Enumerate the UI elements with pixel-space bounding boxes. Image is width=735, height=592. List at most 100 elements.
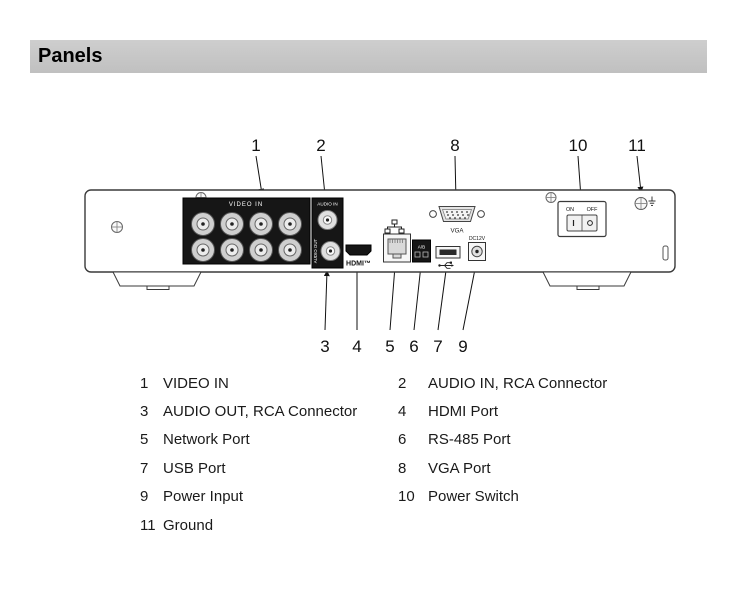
vga-screw-left xyxy=(429,210,437,218)
legend-item-number: 11 xyxy=(140,516,156,534)
callout-3: 3 xyxy=(320,337,329,356)
legend-row: 1 VIDEO IN 2 AUDIO IN, RCA Connector xyxy=(140,369,610,397)
legend-item-number: 7 xyxy=(140,459,149,477)
ground-icon xyxy=(648,196,656,206)
foot-left xyxy=(112,271,202,287)
legend-item-text: Network Port xyxy=(163,431,250,449)
legend-item-text: Ground xyxy=(163,516,214,534)
legend-item-number: 5 xyxy=(140,431,149,449)
switch-off-label: OFF xyxy=(587,207,598,213)
legend-item-text: USB Port xyxy=(163,459,226,477)
audio-panel: AUDIO IN AUDIO OUT xyxy=(311,197,344,269)
legend-row: 11 Ground xyxy=(140,511,610,539)
bnc-connector xyxy=(191,238,215,262)
leader-line-5 xyxy=(389,265,398,331)
rs485-port: A/B xyxy=(412,239,431,263)
usb-icon xyxy=(438,261,454,269)
callout-5: 5 xyxy=(385,337,394,356)
rj45-pins xyxy=(389,239,403,243)
chassis-feet xyxy=(112,271,632,290)
audio-in-label: AUDIO IN xyxy=(317,202,337,207)
legend-item-number: 6 xyxy=(398,431,407,449)
bnc-connector xyxy=(278,212,302,236)
leader-line-6 xyxy=(413,264,424,331)
leader-line-11 xyxy=(636,155,644,193)
switch-off-mark xyxy=(587,220,593,226)
rca-connector-audio-in xyxy=(317,210,338,230)
leader-lines xyxy=(255,155,644,331)
vga-label: VGA xyxy=(450,228,464,235)
rj45-latch xyxy=(392,253,402,259)
callout-7: 7 xyxy=(433,337,442,356)
legend-row: 7 USB Port 8 VGA Port xyxy=(140,454,610,482)
bnc-connector xyxy=(191,212,215,236)
legend-item-text: VGA Port xyxy=(428,459,491,477)
video-in-panel: VIDEO IN xyxy=(182,197,311,265)
bnc-connector xyxy=(220,212,244,236)
bnc-connector xyxy=(249,212,273,236)
section-header: Panels xyxy=(30,40,707,73)
legend-item-number: 9 xyxy=(140,488,149,506)
foot-pad-left xyxy=(146,285,170,290)
switch-on-label: ON xyxy=(566,207,574,213)
vga-screw-right xyxy=(477,210,485,218)
screw-icon xyxy=(111,221,123,233)
leader-line-3 xyxy=(323,270,330,331)
screw-icon xyxy=(634,197,648,210)
page-title: Panels xyxy=(38,45,103,67)
audio-out-label: AUDIO OUT xyxy=(313,238,318,263)
legend-item-number: 3 xyxy=(140,403,149,421)
bnc-connector xyxy=(220,238,244,262)
callout-numbers: 1 2 8 10 11 3 4 5 6 7 9 xyxy=(251,136,646,356)
leader-line-2 xyxy=(320,155,328,196)
rs485-terminal-a xyxy=(414,251,421,258)
legend-item-text: Power Input xyxy=(163,488,244,506)
callout-2: 2 xyxy=(316,136,325,155)
callout-4: 4 xyxy=(352,337,361,356)
leader-line-7 xyxy=(437,262,450,331)
legend-item-number: 1 xyxy=(140,374,149,392)
vga-inner xyxy=(442,209,472,220)
legend-item-text: VIDEO IN xyxy=(163,374,229,392)
leader-line-1 xyxy=(255,155,265,195)
network-port xyxy=(383,219,411,263)
legend-row: 9 Power Input 10 Power Switch xyxy=(140,483,610,511)
rs485-terminal-b xyxy=(422,251,429,258)
dc-jack-pin xyxy=(475,249,479,254)
hdmi-logo: HDMI™ xyxy=(346,261,371,268)
callout-1: 1 xyxy=(251,136,260,155)
usb-tongue xyxy=(439,249,457,255)
side-slot xyxy=(662,245,669,261)
bnc-connector xyxy=(278,238,302,262)
foot-right xyxy=(542,271,632,287)
dc12v-label: DC12V xyxy=(469,236,486,242)
callout-9: 9 xyxy=(458,337,467,356)
rj45-opening xyxy=(387,238,407,255)
legend-item-text: Power Switch xyxy=(428,488,519,506)
video-in-label: VIDEO IN xyxy=(229,202,263,208)
callout-8: 8 xyxy=(450,136,459,155)
power-input-port: DC12V xyxy=(468,236,486,261)
legend-item-number: 10 xyxy=(398,488,415,506)
legend-row: 3 AUDIO OUT, RCA Connector 4 HDMI Port xyxy=(140,397,610,425)
callout-11: 11 xyxy=(628,136,646,155)
legend-table: 1 VIDEO IN 2 AUDIO IN, RCA Connector 3 A… xyxy=(140,369,610,539)
ethernet-icon xyxy=(384,219,405,234)
power-switch: ON OFF xyxy=(557,200,607,238)
hdmi-connector xyxy=(345,244,372,256)
usb-port xyxy=(435,246,461,269)
legend-item-number: 8 xyxy=(398,459,407,477)
callout-6: 6 xyxy=(409,337,418,356)
hdmi-port: HDMI™ xyxy=(345,244,372,268)
leader-line-9 xyxy=(462,263,478,331)
bnc-connector xyxy=(249,238,273,262)
ground-terminal xyxy=(634,196,656,210)
foot-pad-right xyxy=(576,285,600,290)
legend-item-text: HDMI Port xyxy=(428,403,499,421)
legend-item-text: AUDIO OUT, RCA Connector xyxy=(163,403,358,421)
rs485-label: A/B xyxy=(418,245,425,250)
legend-item-number: 2 xyxy=(398,374,407,392)
legend-item-number: 4 xyxy=(398,403,407,421)
